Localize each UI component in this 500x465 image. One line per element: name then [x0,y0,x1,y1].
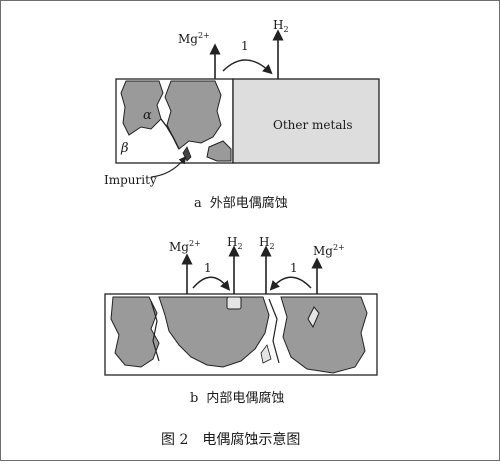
diagram-a-other-metals-label: Other metals [273,118,353,132]
diagram-b-h2-left-label: H2 [227,235,243,251]
diagram-b-cathodic-particle-right [307,306,320,329]
diagram-b-left-curve-arrow [192,276,231,291]
diagram-a-impurity-pointer [150,156,187,178]
diagram-a-beta-boundary [160,118,180,150]
diagram-a-grain-bottom [206,140,232,162]
diagram-b-cathodic-particle-left [226,296,242,310]
diagram-a-mg-label: Mg2+ [178,31,210,46]
diagram-b-grain-middle [158,296,270,368]
diagram-a-grain-right [164,80,222,150]
diagram-b-grain-left [110,296,160,368]
diagram-a-arrow-number: 1 [241,39,249,53]
diagram-a-impurity-label: Impurity [104,173,157,187]
diagram-a-alpha-label: α [143,108,152,123]
diagram-b-mg-left-label: Mg2+ [169,239,201,254]
diagram-b-right-arrow-number: 1 [290,261,298,275]
diagram-b-mg-right-label: Mg2+ [313,243,345,258]
diagram-a-other-metals-block [232,78,380,164]
diagram-a-electron-curve-arrow [222,59,273,75]
diagram-b-boundary-2 [268,298,280,364]
diagram-a-grain-left [120,80,164,136]
diagram-b-left-arrow-number: 1 [204,261,212,275]
diagram-b-h2-right-label: H2 [259,235,275,251]
diagram-b-particle-small [260,344,272,364]
diagram-a-h2-label: H2 [273,18,289,34]
diagram-b-grain-right [280,296,368,374]
diagram-a-beta-label: β [120,141,129,156]
diagram-b-right-curve-arrow [269,276,312,291]
diagram-b-boundary-1 [150,300,160,362]
